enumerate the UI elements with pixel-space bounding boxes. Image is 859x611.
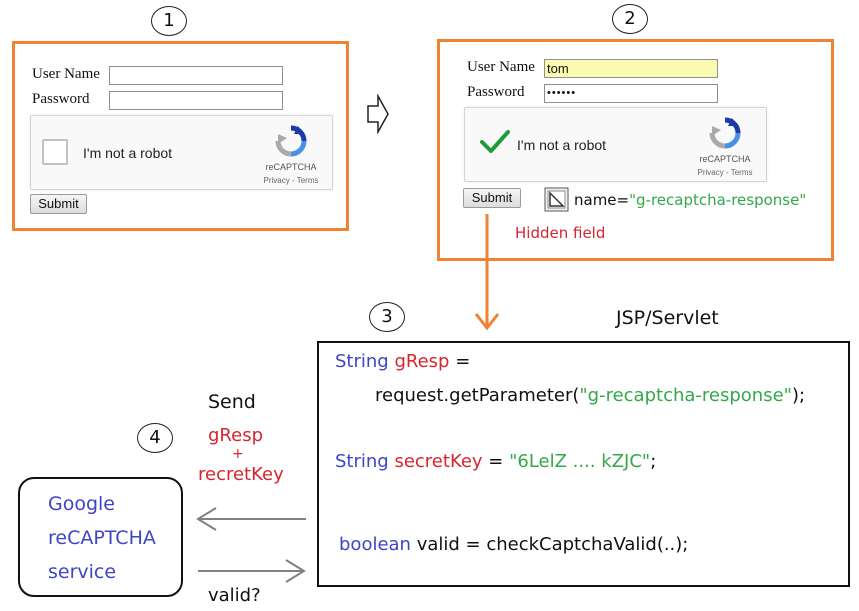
code-string: "6LelZ .... kZJC" [509, 451, 651, 472]
code-line-2: request.getParameter("g-recaptcha-respon… [375, 385, 805, 406]
server-title: JSP/Servlet [616, 307, 719, 329]
code-line-3: String secretKey = "6LelZ .... kZJC"; [335, 451, 656, 472]
g-resp-label: gResp [208, 425, 264, 446]
submit-button[interactable]: Submit [463, 188, 521, 208]
code-variable: secretKey [394, 451, 483, 472]
google-recaptcha-service-box: Google reCAPTCHA service [18, 477, 183, 597]
recaptcha-label: I'm not a robot [83, 145, 173, 161]
recaptcha-brand: reCAPTCHA [699, 154, 751, 164]
code-string: "g-recaptcha-response" [579, 385, 792, 406]
server-code-box: String gResp = request.getParameter("g-r… [317, 341, 850, 587]
recaptcha-checkbox[interactable] [42, 139, 68, 165]
code-operator: = [482, 451, 510, 472]
code-line-1: String gResp = [335, 351, 470, 372]
password-input[interactable] [109, 91, 283, 110]
hidden-field-icon [544, 187, 569, 212]
service-label: service [48, 561, 117, 583]
username-label: User Name [32, 66, 100, 82]
password-input[interactable]: •••••• [544, 84, 718, 103]
plus-label: + [232, 446, 244, 462]
password-label: Password [467, 84, 525, 100]
submit-button[interactable]: Submit [30, 194, 87, 214]
step-4-badge: 4 [137, 423, 173, 453]
login-form-panel-1: User Name Password I'm not a robot reCAP… [12, 41, 349, 231]
recaptcha-widget: I'm not a robot reCAPTCHA Privacy - Term… [464, 107, 767, 182]
right-arrow-icon [198, 559, 306, 583]
recaptcha-widget: I'm not a robot reCAPTCHA Privacy - Term… [30, 115, 333, 190]
code-variable: gResp [394, 351, 450, 372]
code-keyword: boolean [339, 534, 411, 555]
next-step-arrow-icon [367, 94, 389, 134]
attr-value: "g-recaptcha-response" [629, 191, 807, 209]
password-label: Password [32, 91, 90, 107]
secret-key-label: recretKey [198, 464, 284, 485]
send-label: Send [208, 391, 256, 413]
down-arrow-icon [474, 214, 500, 331]
checkmark-icon[interactable] [479, 128, 511, 156]
step-2-badge: 2 [612, 4, 648, 34]
code-call: valid = checkCaptchaValid(..); [410, 534, 689, 555]
recaptcha-terms-link[interactable]: Privacy - Terms [263, 176, 319, 185]
username-input[interactable]: tom [544, 59, 718, 78]
recaptcha-terms-link[interactable]: Privacy - Terms [697, 168, 753, 177]
username-input[interactable] [109, 66, 283, 85]
valid-question-label: valid? [208, 585, 261, 606]
code-end: ; [650, 451, 657, 472]
recaptcha-logo-icon [275, 125, 307, 157]
attr-name: name= [574, 191, 630, 209]
code-line-4: boolean valid = checkCaptchaValid(..); [339, 534, 688, 555]
login-form-panel-2: User Name tom Password •••••• I'm not a … [437, 39, 834, 261]
left-arrow-icon [196, 507, 306, 531]
code-keyword: String [335, 451, 389, 472]
step-1-badge: 1 [151, 6, 187, 36]
hidden-field-attribute: name="g-recaptcha-response" [574, 191, 806, 209]
recaptcha-logo-icon [709, 117, 741, 149]
recaptcha-label: reCAPTCHA [48, 527, 156, 549]
username-label: User Name [467, 59, 535, 75]
code-operator: = [449, 351, 471, 372]
hidden-field-label: Hidden field [515, 224, 606, 242]
code-end: ); [791, 385, 806, 406]
code-call: request.getParameter( [375, 385, 580, 406]
recaptcha-label: I'm not a robot [517, 137, 607, 153]
code-keyword: String [335, 351, 389, 372]
recaptcha-brand: reCAPTCHA [265, 162, 317, 172]
google-label: Google [48, 493, 116, 515]
step-3-badge: 3 [369, 302, 405, 332]
